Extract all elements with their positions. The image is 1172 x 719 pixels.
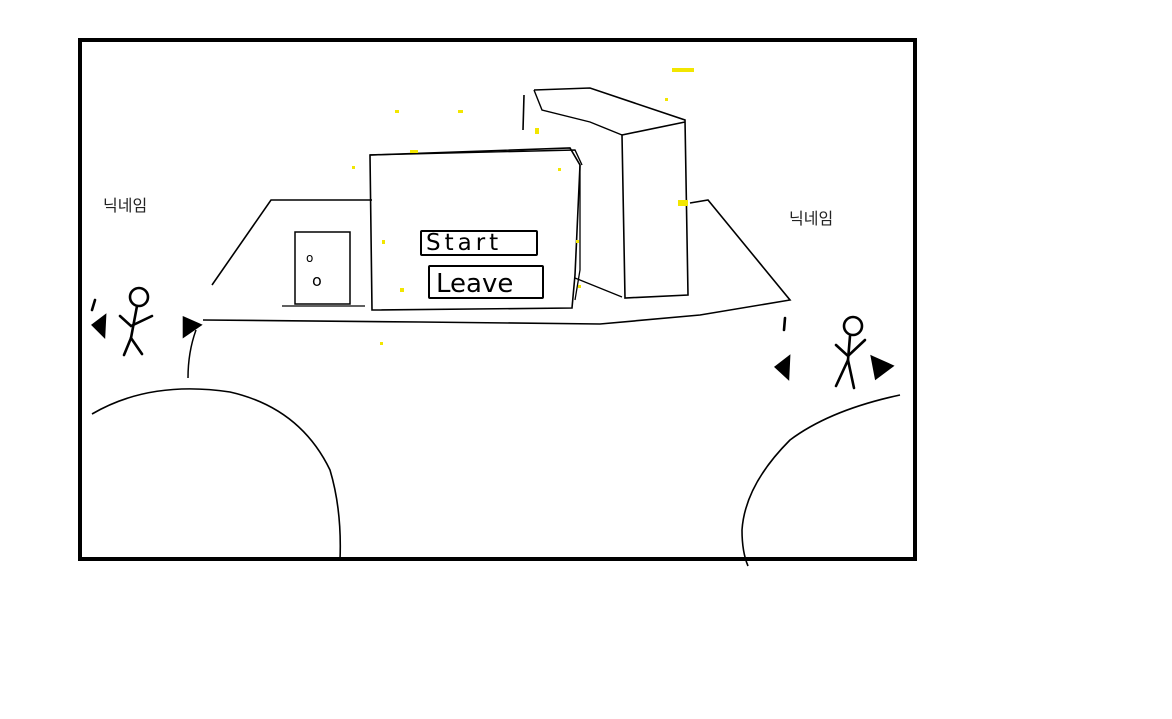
leave-button[interactable]: Leave bbox=[428, 265, 544, 299]
right-hand-panel bbox=[741, 394, 901, 567]
screen-frame bbox=[78, 38, 917, 561]
table-leg-left bbox=[187, 329, 197, 379]
left-hand-panel bbox=[91, 388, 342, 561]
svg-text:o: o bbox=[306, 251, 313, 265]
right-player-figure bbox=[773, 315, 895, 390]
table-outline bbox=[202, 199, 792, 325]
left-player-figure bbox=[90, 286, 203, 357]
start-button[interactable]: Start bbox=[420, 230, 538, 256]
sparkles bbox=[352, 68, 694, 345]
computer-tower bbox=[522, 87, 689, 299]
small-card: o o bbox=[282, 231, 365, 307]
left-player-nickname: 닉네임 bbox=[103, 196, 148, 215]
right-player-nickname: 닉네임 bbox=[789, 209, 834, 228]
svg-text:o: o bbox=[312, 271, 322, 290]
monitor-box bbox=[369, 147, 623, 311]
